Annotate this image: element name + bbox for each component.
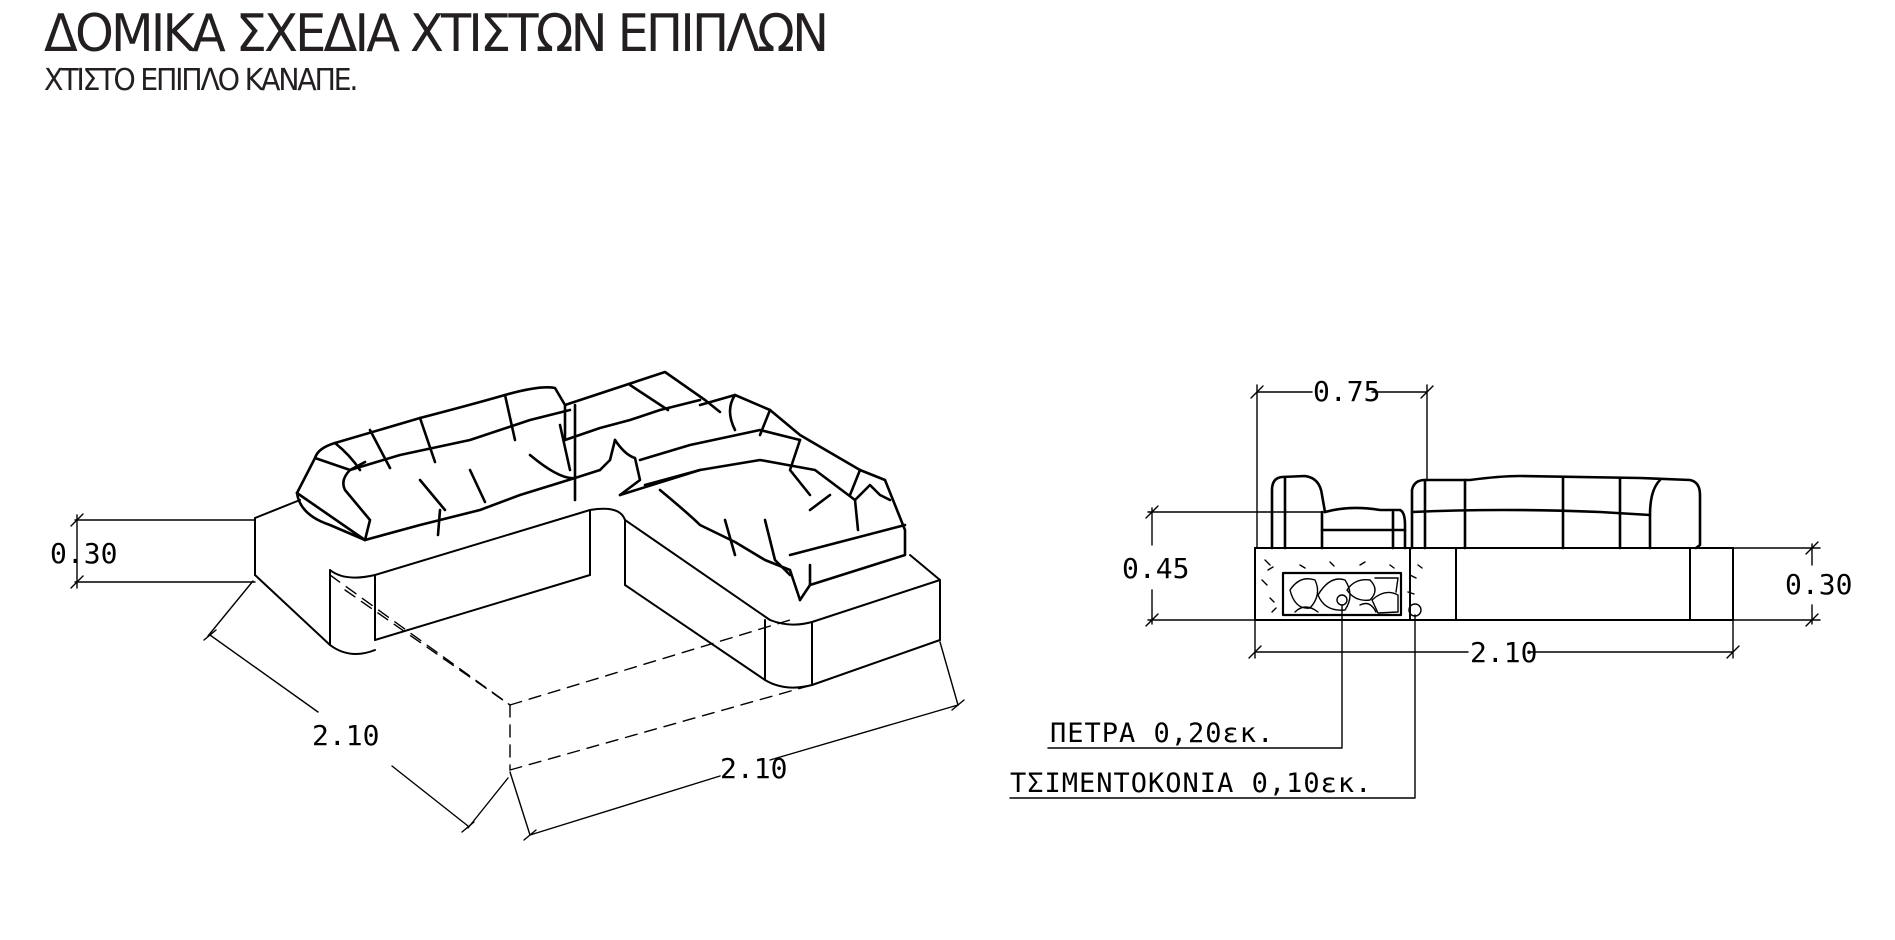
section-base bbox=[1254, 547, 1734, 621]
section-stone-core bbox=[1261, 559, 1423, 617]
iso-sofa-right bbox=[638, 393, 907, 602]
section-dim-left-height bbox=[1145, 505, 1326, 627]
section-dim-bottom-label: 2.10 bbox=[1470, 636, 1537, 669]
iso-hidden-lines bbox=[329, 574, 813, 771]
note-stone-label: ΠΕΤΡΑ 0,20εκ. bbox=[1050, 718, 1274, 749]
section-dim-right-height bbox=[1732, 541, 1821, 627]
iso-base-platform bbox=[254, 499, 941, 689]
page-title: ΔΟΜΙΚΑ ΣΧΕΔΙΑ ΧΤΙΣΤΩΝ ΕΠΙΠΛΩΝ bbox=[44, 4, 829, 64]
iso-sofa-back bbox=[563, 370, 722, 497]
note-cement-label: ΤΣΙΜΕΝΤΟΚΟΝΙΑ 0,10εκ. bbox=[1010, 768, 1372, 799]
iso-dim-left bbox=[203, 580, 509, 833]
section-view: ΠΕΤΡΑ 0,20εκ. ΤΣΙΜΕΝΤΟΚΟΝΙΑ 0,10εκ. 0.75… bbox=[1009, 375, 1852, 799]
iso-dim-height bbox=[70, 513, 256, 589]
section-dim-right-height-label: 0.30 bbox=[1785, 568, 1852, 601]
isometric-view: 0.30 2.10 2.10 bbox=[50, 370, 965, 841]
section-dim-left-height-label: 0.45 bbox=[1122, 552, 1189, 585]
section-dim-top bbox=[1250, 384, 1434, 549]
iso-dim-right-label: 2.10 bbox=[720, 752, 787, 785]
iso-dim-right bbox=[509, 641, 965, 841]
section-seat-left bbox=[1270, 474, 1407, 550]
title-block: ΔΟΜΙΚΑ ΣΧΕΔΙΑ ΧΤΙΣΤΩΝ ΕΠΙΠΛΩΝ ΧΤΙΣΤΟ ΕΠΙ… bbox=[44, 8, 867, 96]
section-seat-right bbox=[1410, 474, 1702, 550]
iso-sofa-left bbox=[295, 386, 602, 542]
iso-dim-left-label: 2.10 bbox=[312, 719, 379, 752]
section-dim-bottom bbox=[1248, 619, 1740, 659]
section-dim-top-label: 0.75 bbox=[1313, 375, 1380, 408]
iso-dim-height-label: 0.30 bbox=[50, 537, 117, 570]
page-subtitle: ΧΤΙΣΤΟ ΕΠΙΠΛΟ ΚΑΝΑΠΕ. bbox=[44, 63, 358, 98]
